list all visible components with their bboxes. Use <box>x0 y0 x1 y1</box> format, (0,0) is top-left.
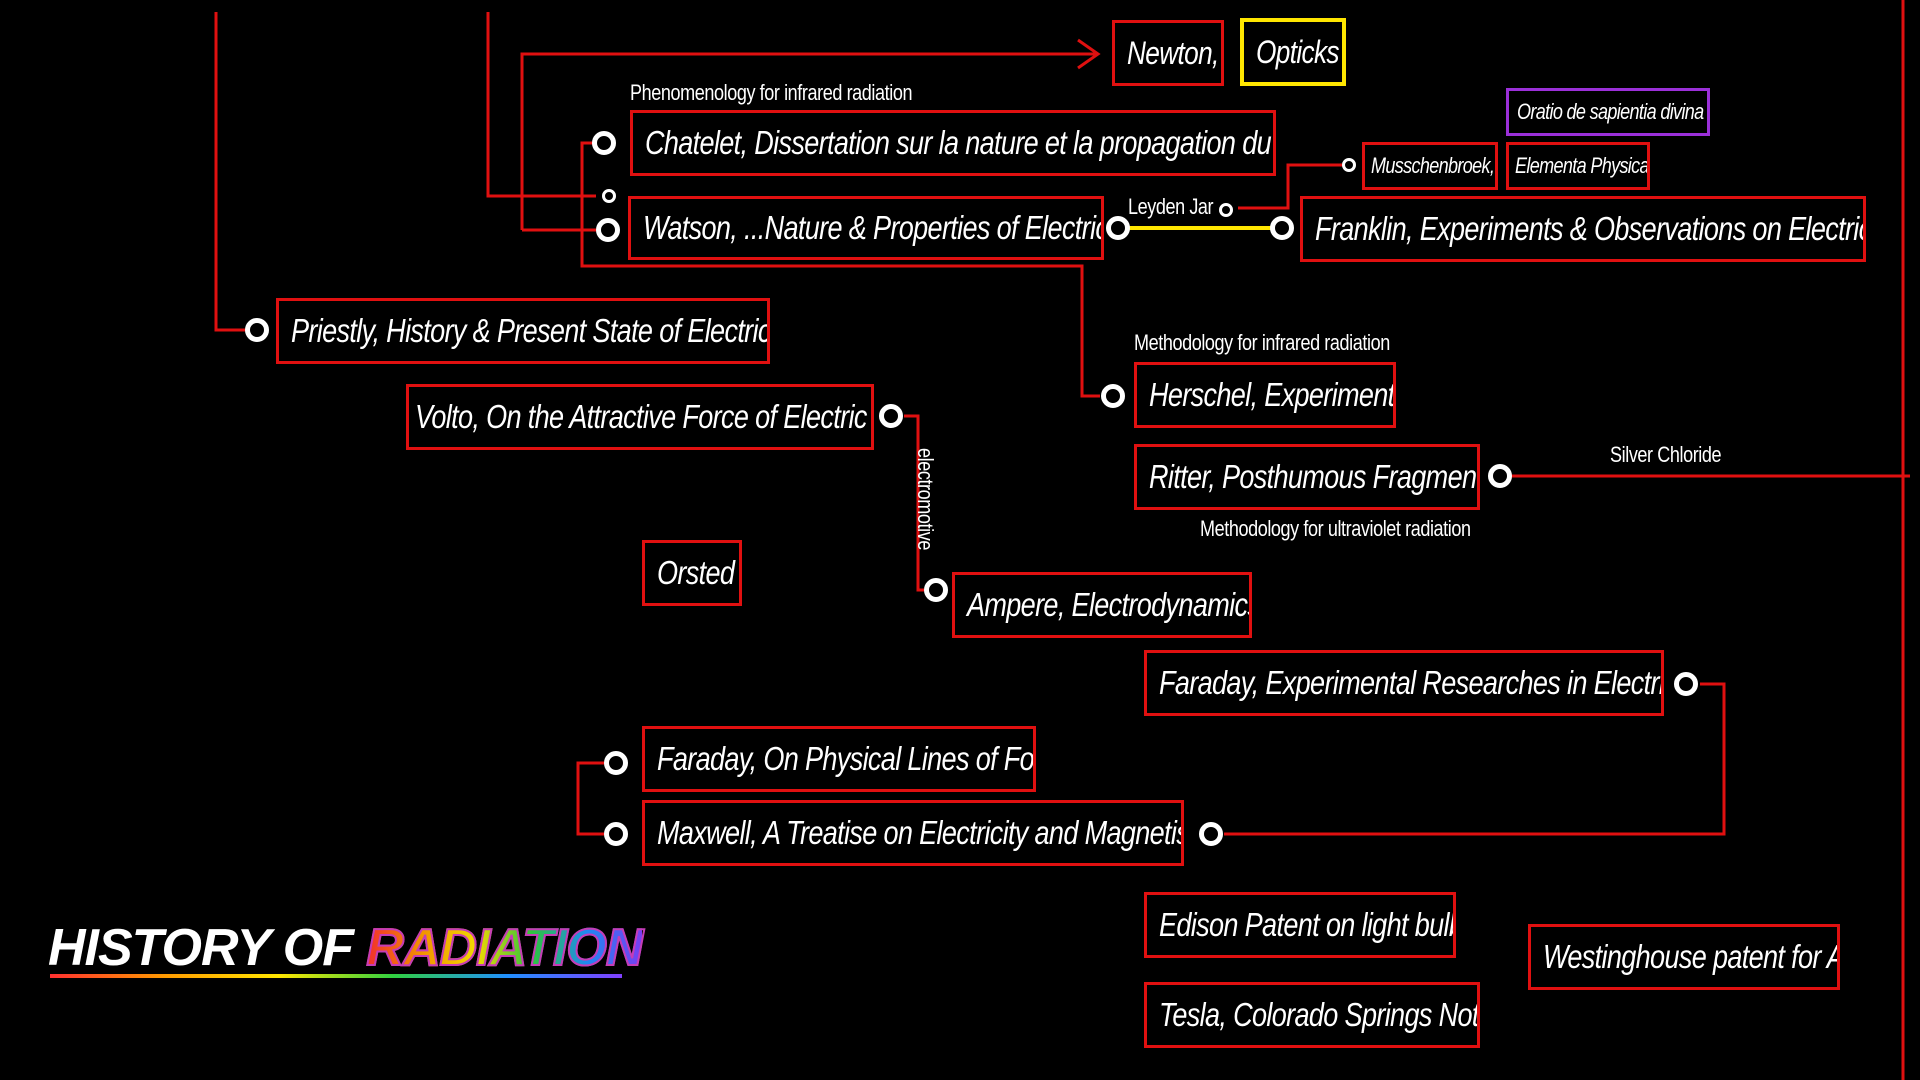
node-watson <box>596 218 620 242</box>
work-orsted[interactable]: Orsted <box>642 540 742 606</box>
work-westinghouse[interactable]: Westinghouse patent for AC <box>1528 924 1840 990</box>
page-title: HISTORY OF RADIATION <box>48 918 644 978</box>
work-maxwell-label: Maxwell, A Treatise on Electricity and M… <box>657 814 1184 851</box>
node-chatelet <box>592 131 616 155</box>
title-part2: RADIATION <box>365 918 644 978</box>
work-chatelet-label: Chatelet, Dissertation sur la nature et … <box>645 124 1276 161</box>
label-silver-chloride: Silver Chloride <box>1610 442 1746 468</box>
label-leyden-jar-text: Leyden Jar <box>1128 194 1214 219</box>
node-ampere <box>924 578 948 602</box>
work-maxwell[interactable]: Maxwell, A Treatise on Electricity and M… <box>642 800 1184 866</box>
link-lines-maxwell <box>576 761 604 836</box>
work-ritter-label: Ritter, Posthumous Fragments <box>1149 458 1480 495</box>
node-herschel <box>1101 384 1125 408</box>
work-newton[interactable]: Newton, <box>1112 20 1224 86</box>
link-chatelet <box>580 141 1100 398</box>
label-electromotive-text: electromotive <box>913 448 938 550</box>
work-newton-label: Newton, <box>1127 34 1219 71</box>
work-opticks[interactable]: Opticks <box>1240 18 1346 86</box>
work-edison[interactable]: Edison Patent on light bulb <box>1144 892 1456 958</box>
title-underline <box>50 974 622 978</box>
title-part1: HISTORY OF <box>48 919 367 977</box>
work-chatelet[interactable]: Chatelet, Dissertation sur la nature et … <box>630 110 1276 176</box>
work-herschel-label: Herschel, Experiments <box>1149 376 1396 413</box>
node-faraday-lines <box>604 751 628 775</box>
work-oratio-label: Oratio de sapientia divina <box>1517 99 1704 124</box>
link-leyden-musschenbroek <box>1238 163 1342 210</box>
work-priestly[interactable]: Priestly, History & Present State of Ele… <box>276 298 770 364</box>
work-faraday-lines-label: Faraday, On Physical Lines of Force <box>657 740 1036 777</box>
work-franklin[interactable]: Franklin, Experiments & Observations on … <box>1300 196 1866 262</box>
node-franklin <box>1270 216 1294 240</box>
work-faraday-er[interactable]: Faraday, Experimental Researches in Elec… <box>1144 650 1664 716</box>
node-volto <box>879 404 903 428</box>
work-ritter[interactable]: Ritter, Posthumous Fragments <box>1134 444 1480 510</box>
node-ritter <box>1488 464 1512 488</box>
label-phenomenology-ir: Phenomenology for infrared radiation <box>630 80 974 106</box>
work-elementa[interactable]: Elementa Physica <box>1506 142 1650 190</box>
work-opticks-label: Opticks <box>1256 33 1340 70</box>
work-franklin-label: Franklin, Experiments & Observations on … <box>1315 210 1866 247</box>
node-priestly <box>245 318 269 342</box>
label-methodology-uv: Methodology for ultraviolet radiation <box>1200 516 1530 542</box>
work-elementa-label: Elementa Physica <box>1515 153 1649 178</box>
node-maxwell-left <box>604 822 628 846</box>
work-faraday-er-label: Faraday, Experimental Researches in Elec… <box>1159 664 1664 701</box>
label-silver-chloride-text: Silver Chloride <box>1610 442 1722 467</box>
work-ampere-label: Ampere, Electrodynamics <box>967 586 1252 623</box>
link-to-watson-top <box>486 12 596 198</box>
work-volto-label: Volto, On the Attractive Force of Electr… <box>415 398 874 435</box>
work-priestly-label: Priestly, History & Present State of Ele… <box>291 312 770 349</box>
work-musschenbroek[interactable]: Musschenbroek, <box>1362 142 1498 190</box>
link-volto-ampere <box>904 414 924 592</box>
work-faraday-lines[interactable]: Faraday, On Physical Lines of Force <box>642 726 1036 792</box>
label-methodology-uv-text: Methodology for ultraviolet radiation <box>1200 516 1471 541</box>
label-phenomenology-ir-text: Phenomenology for infrared radiation <box>630 80 913 105</box>
work-musschenbroek-label: Musschenbroek, <box>1371 153 1495 178</box>
node-watson-out <box>1106 216 1130 240</box>
node-maxwell-right <box>1199 822 1223 846</box>
work-watson-label: Watson, ...Nature & Properties of Electr… <box>643 209 1104 246</box>
node-musschenbroek <box>1342 158 1356 172</box>
label-leyden-jar: Leyden Jar <box>1128 194 1232 220</box>
link-to-newton <box>520 52 1096 230</box>
work-watson[interactable]: Watson, ...Nature & Properties of Electr… <box>628 196 1104 260</box>
work-tesla[interactable]: Tesla, Colorado Springs Notes <box>1144 982 1480 1048</box>
node-faraday-er <box>1674 672 1698 696</box>
work-orsted-label: Orsted <box>657 554 735 591</box>
link-to-priestly <box>214 12 248 332</box>
work-westinghouse-label: Westinghouse patent for AC <box>1543 938 1840 975</box>
node-watson-branch <box>602 189 616 203</box>
label-electromotive: electromotive <box>912 448 938 572</box>
work-tesla-label: Tesla, Colorado Springs Notes <box>1159 996 1480 1033</box>
label-methodology-ir: Methodology for infrared radiation <box>1134 330 1446 356</box>
node-leyden <box>1219 203 1233 217</box>
label-methodology-ir-text: Methodology for infrared radiation <box>1134 330 1390 355</box>
work-volto[interactable]: Volto, On the Attractive Force of Electr… <box>406 384 874 450</box>
work-oratio[interactable]: Oratio de sapientia divina <box>1506 88 1710 136</box>
arrow-head <box>1077 38 1101 70</box>
work-herschel[interactable]: Herschel, Experiments <box>1134 362 1396 428</box>
work-ampere[interactable]: Ampere, Electrodynamics <box>952 572 1252 638</box>
work-edison-label: Edison Patent on light bulb <box>1159 906 1456 943</box>
link-faraday-maxwell <box>1224 682 1726 836</box>
